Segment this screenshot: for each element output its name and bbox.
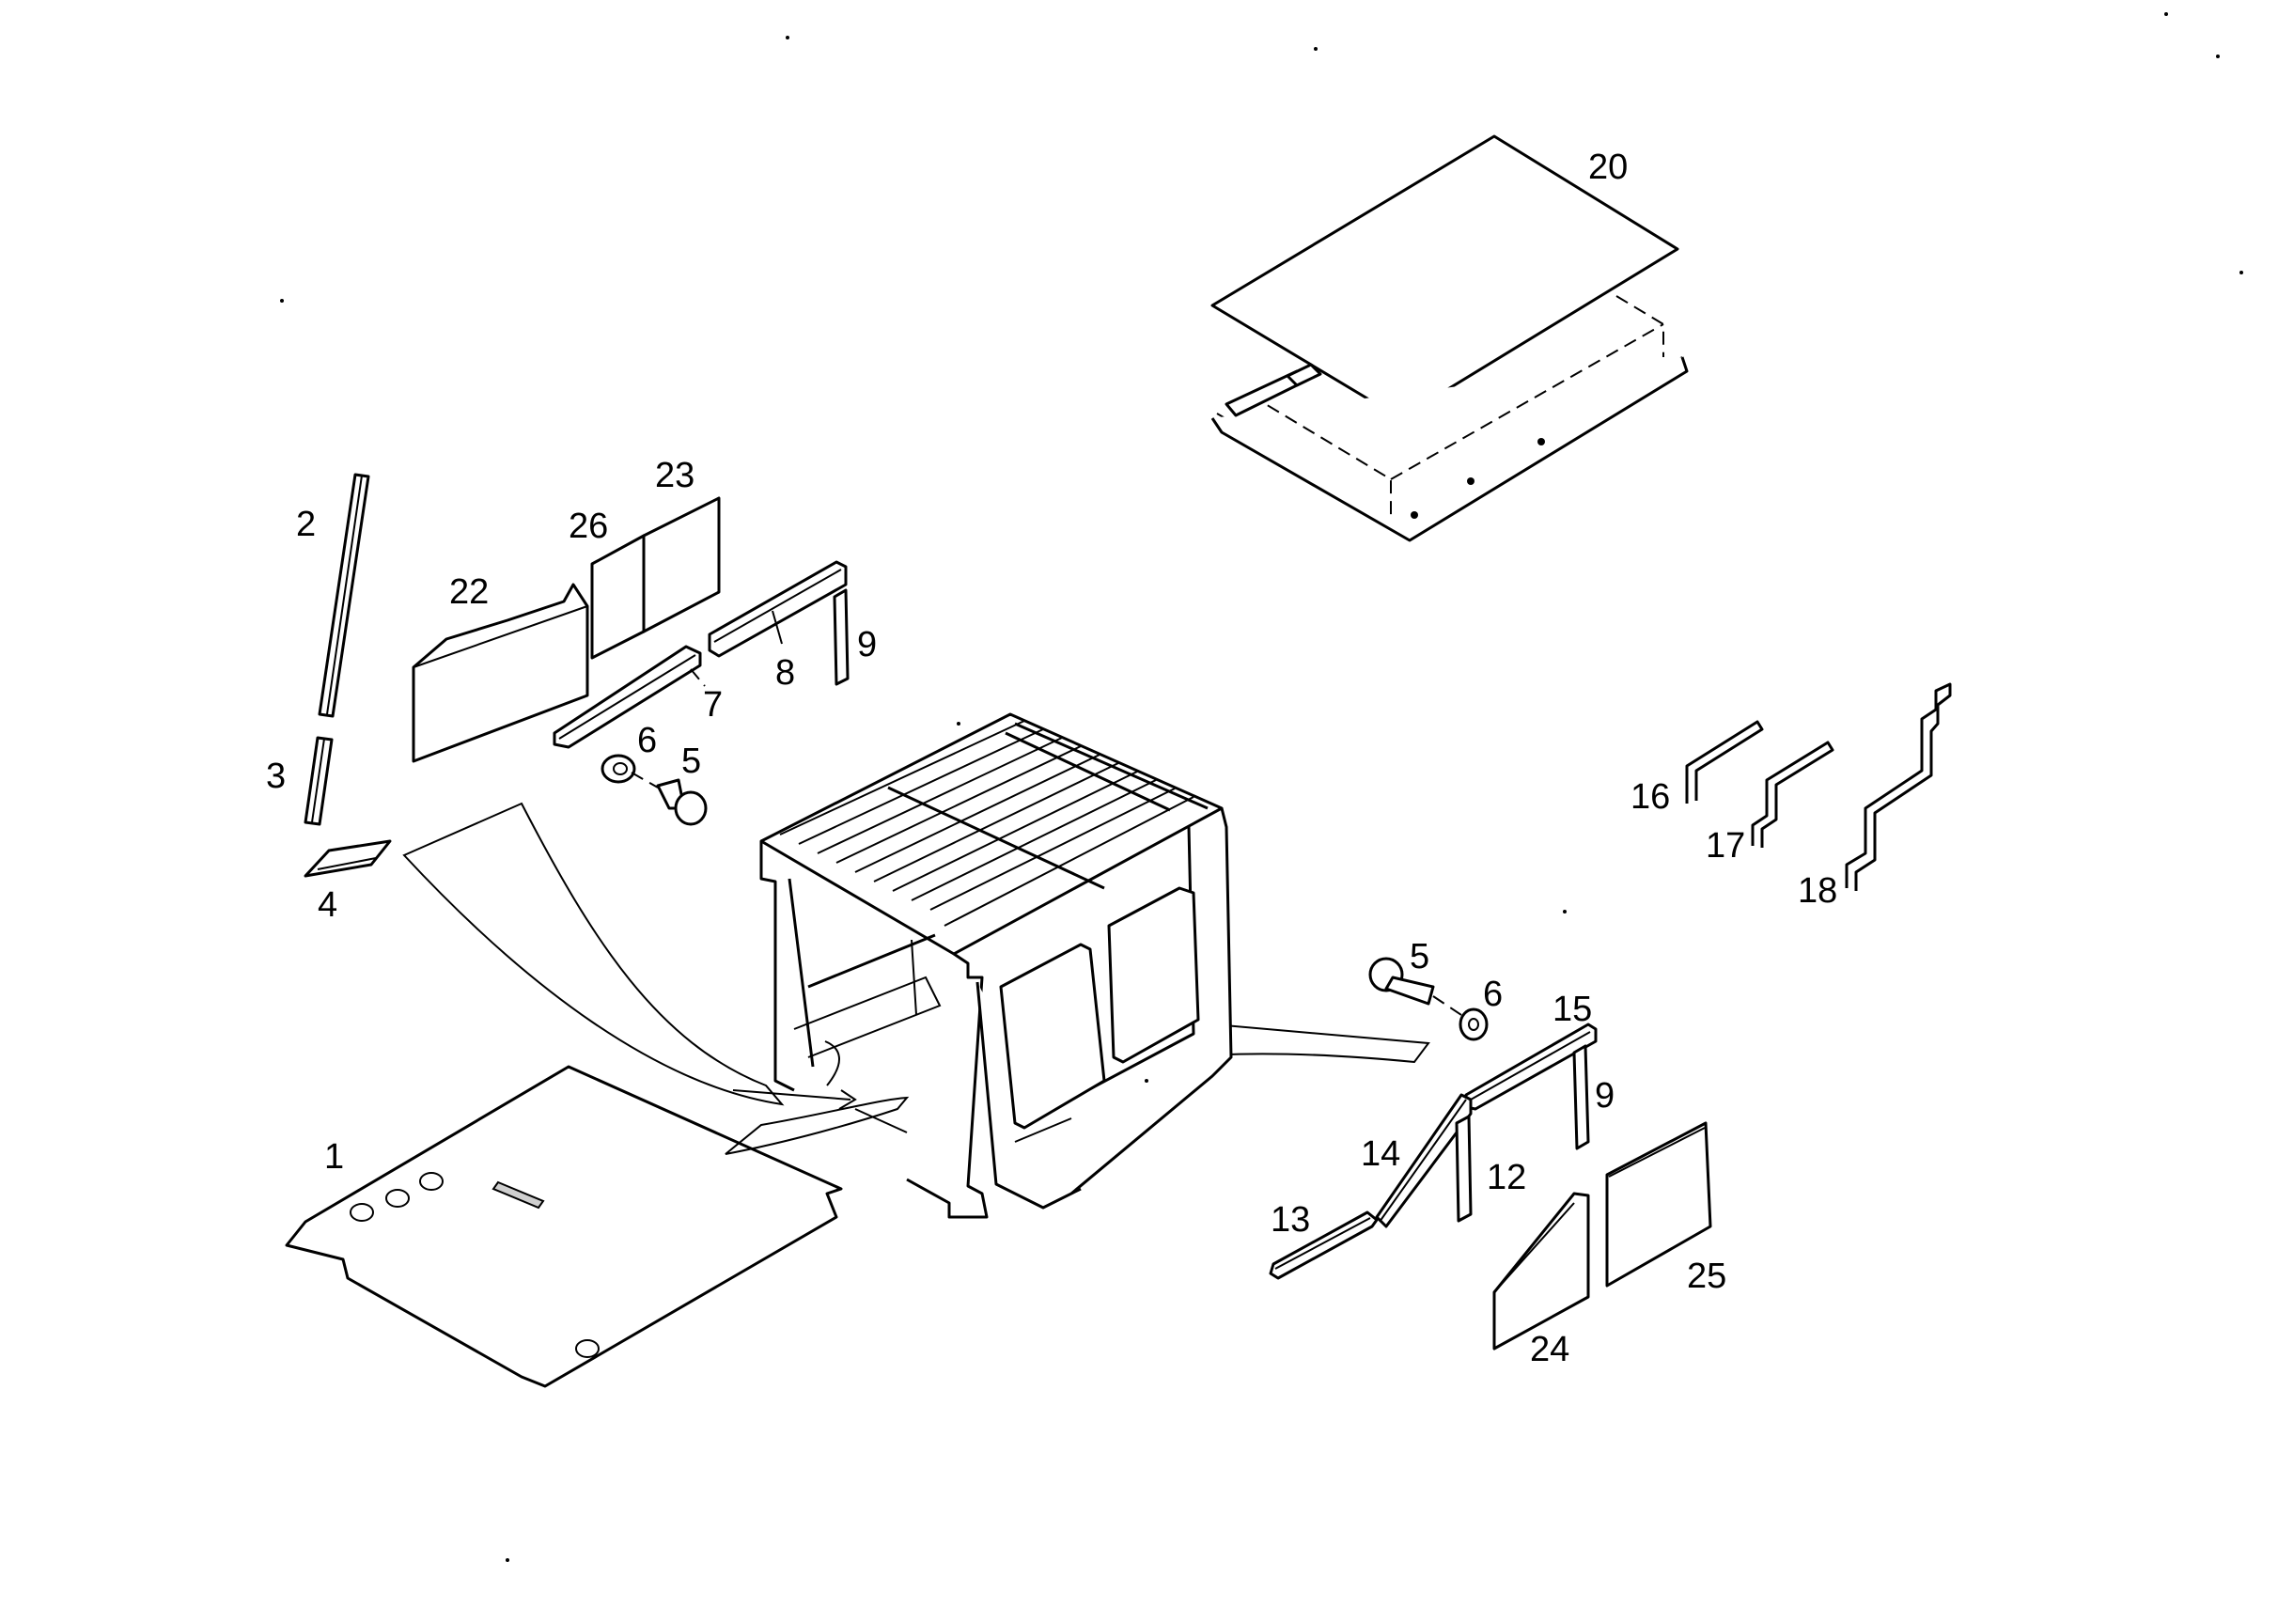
callout-5-lower: 5 (1410, 937, 1429, 976)
callout-22: 22 (449, 572, 489, 612)
part-7-trim-strip (553, 645, 706, 749)
callout-5-upper: 5 (681, 742, 701, 781)
callout-18: 18 (1798, 871, 1837, 911)
callout-12: 12 (1487, 1158, 1526, 1197)
callout-20: 20 (1588, 148, 1628, 187)
callout-25: 25 (1687, 1257, 1726, 1296)
callout-8: 8 (775, 653, 795, 693)
part-17-seal-profile (1751, 741, 1834, 848)
callout-15: 15 (1552, 990, 1592, 1029)
callout-6-upper: 6 (637, 721, 657, 760)
callout-26: 26 (569, 507, 608, 546)
part-6-washer-left (601, 754, 636, 784)
cab-frame (759, 712, 1233, 1219)
part-25-pad (1605, 1121, 1712, 1288)
callout-2: 2 (296, 505, 316, 544)
callout-14: 14 (1361, 1134, 1400, 1174)
part-23-insulation-pad (642, 496, 721, 633)
callout-17: 17 (1706, 826, 1745, 866)
part-13-trim-strip (1269, 1210, 1379, 1280)
callout-16: 16 (1630, 777, 1670, 817)
part-16-seal-profile (1685, 720, 1764, 804)
part-9-trim-strip-upper (833, 588, 850, 686)
part-9-trim-strip-lower (1572, 1044, 1590, 1150)
part-2-seal-strip (318, 473, 370, 718)
part-5-screw-right (1368, 957, 1435, 1006)
part-1-floor-mat (285, 1065, 843, 1388)
callout-4: 4 (318, 885, 337, 925)
callout-24: 24 (1530, 1330, 1569, 1369)
roof-grille-bars (779, 720, 1209, 927)
part-24-pad (1492, 1192, 1590, 1351)
part-4-seal-clip (304, 839, 392, 878)
part-3-seal-strip (304, 736, 334, 826)
callout-1: 1 (324, 1137, 344, 1177)
callout-13: 13 (1271, 1200, 1310, 1240)
callout-9-upper: 9 (857, 625, 877, 664)
part-14-trim-strip (1375, 1093, 1473, 1228)
part-20-roof-panel (1210, 134, 1689, 542)
callout-23: 23 (655, 456, 694, 495)
scan-specks (280, 12, 2243, 1562)
part-6-washer-right (1459, 1007, 1489, 1041)
part-22-side-panel (412, 583, 589, 763)
callout-7: 7 (703, 685, 723, 725)
callout-6-lower: 6 (1483, 975, 1503, 1014)
part-26-insulation-pad (590, 534, 646, 660)
part-18-seal-profile (1845, 682, 1952, 891)
callout-9-lower: 9 (1595, 1076, 1615, 1116)
part-5-screw-left (656, 778, 708, 826)
part-12-trim-strip (1455, 1115, 1473, 1223)
callout-3: 3 (266, 757, 286, 796)
part-8-trim-strip (708, 560, 848, 658)
